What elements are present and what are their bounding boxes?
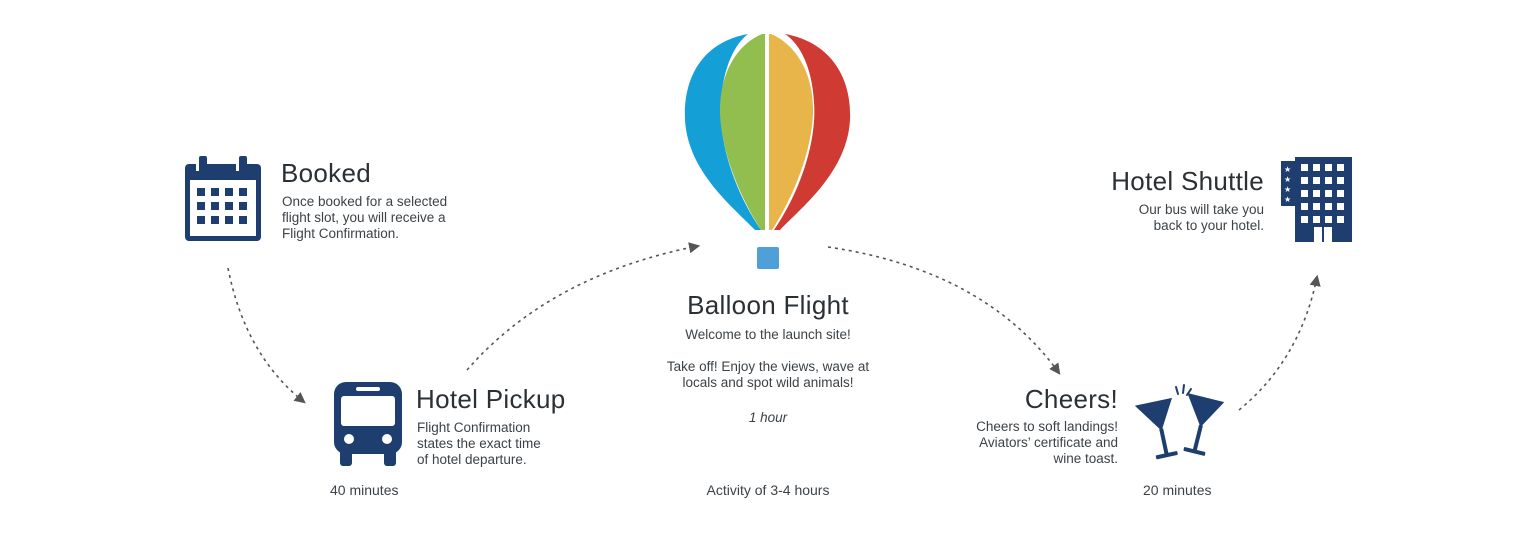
arrow-booked-to-pickup bbox=[227, 267, 306, 404]
svg-text:★: ★ bbox=[1284, 195, 1291, 204]
arrow-flight-to-cheers bbox=[827, 246, 1061, 375]
step-description: Once booked for a selected flight slot, … bbox=[282, 194, 448, 241]
hot-air-balloon-icon bbox=[684, 34, 851, 269]
step-description: Take off! Enjoy the views, wave at local… bbox=[666, 359, 870, 390]
step-welcome: Welcome to the launch site! bbox=[685, 327, 851, 342]
step-duration: 40 minutes bbox=[330, 482, 399, 498]
arrow-cheers-to-shuttle bbox=[1238, 274, 1321, 411]
step-title: Cheers! bbox=[1024, 384, 1118, 414]
step-description: Cheers to soft landings! Aviators’ certi… bbox=[976, 419, 1118, 466]
step-title: Balloon Flight bbox=[687, 290, 849, 320]
svg-text:★: ★ bbox=[1284, 175, 1291, 184]
step-description: Flight Confirmation states the exact tim… bbox=[417, 420, 541, 467]
svg-text:★: ★ bbox=[1284, 165, 1291, 174]
step-description: Our bus will take you back to your hotel… bbox=[1138, 202, 1264, 233]
bus-icon bbox=[334, 382, 402, 466]
flight-time: 1 hour bbox=[748, 410, 788, 425]
step-title: Booked bbox=[281, 158, 371, 188]
svg-text:★: ★ bbox=[1284, 185, 1291, 194]
hotel-building-icon: ★★★★ bbox=[1281, 157, 1352, 242]
arrow-pickup-to-flight bbox=[466, 242, 701, 371]
step-duration: Activity of 3-4 hours bbox=[706, 482, 830, 498]
step-title: Hotel Pickup bbox=[416, 384, 566, 414]
cocktail-glasses-icon bbox=[1134, 384, 1225, 460]
step-duration: 20 minutes bbox=[1143, 482, 1212, 498]
step-title: Hotel Shuttle bbox=[1111, 166, 1264, 196]
calendar-icon bbox=[185, 156, 261, 241]
